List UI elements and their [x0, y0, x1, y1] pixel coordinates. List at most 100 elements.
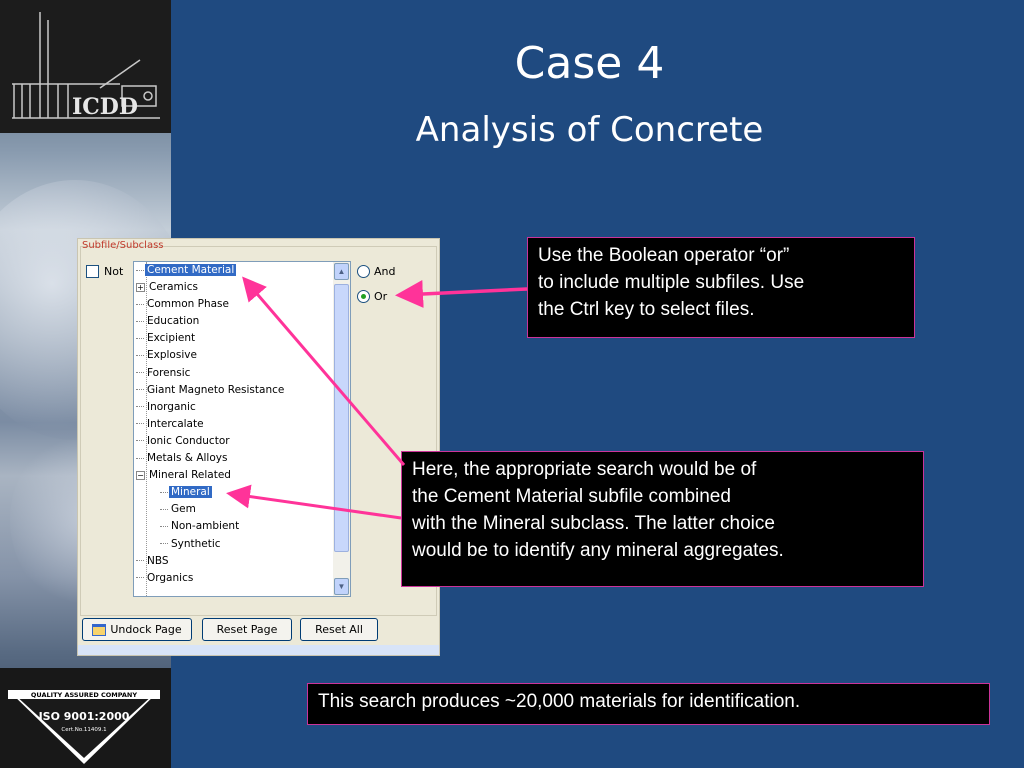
tree-item-label: Gem — [171, 503, 196, 516]
tree-item-label: Common Phase — [147, 298, 229, 311]
tree-connector — [160, 525, 168, 527]
tree-item[interactable]: Gem — [134, 501, 334, 518]
tree-item[interactable]: Ionic Conductor — [134, 433, 334, 450]
tree-scrollbar[interactable]: ▲ ▼ — [333, 262, 350, 596]
tree-item[interactable]: Non-ambient — [134, 518, 334, 535]
tree-connector — [160, 508, 168, 510]
tree-connector — [136, 354, 144, 356]
radio-and-label: And — [374, 265, 396, 278]
slide-content: Case 4 Analysis of Concrete — [171, 0, 1024, 768]
group-legend: Subfile/Subclass — [82, 240, 164, 251]
tree-item-label: Explosive — [147, 349, 197, 362]
tree-item-label: Forensic — [147, 366, 191, 379]
radio-and[interactable]: And — [357, 265, 395, 278]
iso-line-3: Cert.No.11409.1 — [61, 727, 107, 733]
scroll-thumb[interactable] — [334, 284, 349, 552]
tree-item-label: Synthetic — [171, 537, 221, 550]
tree-item-label: Giant Magneto Resistance — [147, 383, 285, 396]
radio-or[interactable]: Or — [357, 290, 387, 303]
tree-item[interactable]: Common Phase — [134, 296, 334, 313]
expand-icon[interactable]: + — [136, 282, 145, 292]
undock-page-button[interactable]: Undock Page — [82, 618, 192, 641]
svg-text:ICDD: ICDD — [72, 94, 138, 120]
slide-subtitle: Analysis of Concrete — [415, 110, 764, 150]
tree-connector — [136, 440, 144, 442]
collapse-icon[interactable]: − — [136, 470, 145, 480]
tree-item-label: Education — [147, 315, 200, 328]
tree-connector — [136, 269, 144, 271]
not-checkbox[interactable]: Not — [86, 265, 123, 278]
callout-line: Use the Boolean operator “or” — [538, 245, 790, 266]
subfile-subclass-panel: Subfile/Subclass Not Cement Material+ Cer… — [77, 238, 440, 656]
tree-connector — [160, 491, 168, 493]
tree-item[interactable]: + Ceramics — [134, 279, 334, 296]
tree-item-label: Cement Material — [145, 264, 237, 276]
tree-connector — [136, 372, 144, 374]
tree-item[interactable]: Synthetic — [134, 536, 334, 553]
tree-item-label: Ceramics — [149, 281, 198, 294]
checkbox-box[interactable] — [86, 265, 99, 278]
tree-connector — [136, 577, 144, 579]
callout-line: the Ctrl key to select files. — [538, 299, 755, 320]
tree-item-label: Inorganic — [147, 400, 196, 413]
scroll-down-icon[interactable]: ▼ — [334, 578, 349, 595]
tree-item-label: Mineral Related — [149, 469, 231, 482]
tree-connector — [136, 406, 144, 408]
tree-item[interactable]: Excipient — [134, 330, 334, 347]
scroll-up-icon[interactable]: ▲ — [334, 263, 349, 280]
iso-line-1: QUALITY ASSURED COMPANY — [30, 691, 138, 699]
tree-item-label: Intercalate — [147, 417, 204, 430]
tree-item[interactable]: Cement Material — [134, 262, 334, 279]
tree-connector — [136, 560, 144, 562]
iso-line-2: ISO 9001:2000 — [38, 710, 130, 723]
callout-line: would be to identify any mineral aggrega… — [412, 540, 784, 561]
tree-item[interactable]: Metals & Alloys — [134, 450, 334, 467]
radio-or-label: Or — [374, 290, 388, 303]
tree-connector — [136, 337, 144, 339]
tree-guide-line — [146, 262, 147, 596]
reset-page-label: Reset Page — [216, 623, 278, 636]
callout-line: the Cement Material subfile combined — [412, 486, 731, 507]
tree-connector — [136, 423, 144, 425]
tree-item[interactable]: Education — [134, 313, 334, 330]
result-callout: This search produces ~20,000 materials f… — [307, 683, 990, 725]
callout-line: to include multiple subfiles. Use — [538, 272, 805, 293]
callout-line: Here, the appropriate search would be of — [412, 459, 757, 480]
tree-item-label: Non-ambient — [171, 520, 240, 533]
window-icon — [92, 623, 107, 636]
tree-item[interactable]: Inorganic — [134, 399, 334, 416]
radio-checked-icon[interactable] — [357, 290, 370, 303]
tree-item[interactable]: Organics — [134, 570, 334, 587]
radio-unchecked-icon[interactable] — [357, 265, 370, 278]
reset-page-button[interactable]: Reset Page — [202, 618, 292, 641]
tree-item[interactable]: Giant Magneto Resistance — [134, 382, 334, 399]
tree-item[interactable]: Forensic — [134, 365, 334, 382]
reset-all-label: Reset All — [315, 623, 363, 636]
panel-bottom-bar — [78, 645, 439, 655]
tree-item[interactable]: Intercalate — [134, 416, 334, 433]
tree-item[interactable]: NBS — [134, 553, 334, 570]
result-text: This search produces ~20,000 materials f… — [318, 691, 801, 712]
tree-item-label: Metals & Alloys — [147, 452, 228, 465]
tree-item[interactable]: −Mineral Related — [134, 467, 334, 484]
tree-item-label: Mineral — [169, 486, 212, 499]
icdd-logo: ICDD — [0, 0, 171, 133]
slide-title: Case 4 — [514, 38, 665, 89]
tree-connector — [136, 389, 144, 391]
iso-certification-logo: QUALITY ASSURED COMPANY ISO 9001:2000 Ce… — [0, 668, 171, 768]
tree-item-label: Organics — [147, 571, 194, 584]
tree-connector — [136, 457, 144, 459]
reset-all-button[interactable]: Reset All — [300, 618, 378, 641]
tree-connector — [136, 303, 144, 305]
tree-connector — [160, 543, 168, 544]
tree-item-label: NBS — [147, 554, 169, 567]
callout-line: with the Mineral subclass. The latter ch… — [412, 513, 775, 534]
search-explanation-callout: Here, the appropriate search would be of… — [401, 451, 924, 587]
tree-connector — [136, 320, 144, 322]
tree-item[interactable]: Mineral — [134, 484, 334, 501]
tree-item[interactable]: Explosive — [134, 347, 334, 364]
tree-item-label: Excipient — [147, 332, 196, 345]
boolean-operator-callout: Use the Boolean operator “or” to include… — [527, 237, 915, 338]
